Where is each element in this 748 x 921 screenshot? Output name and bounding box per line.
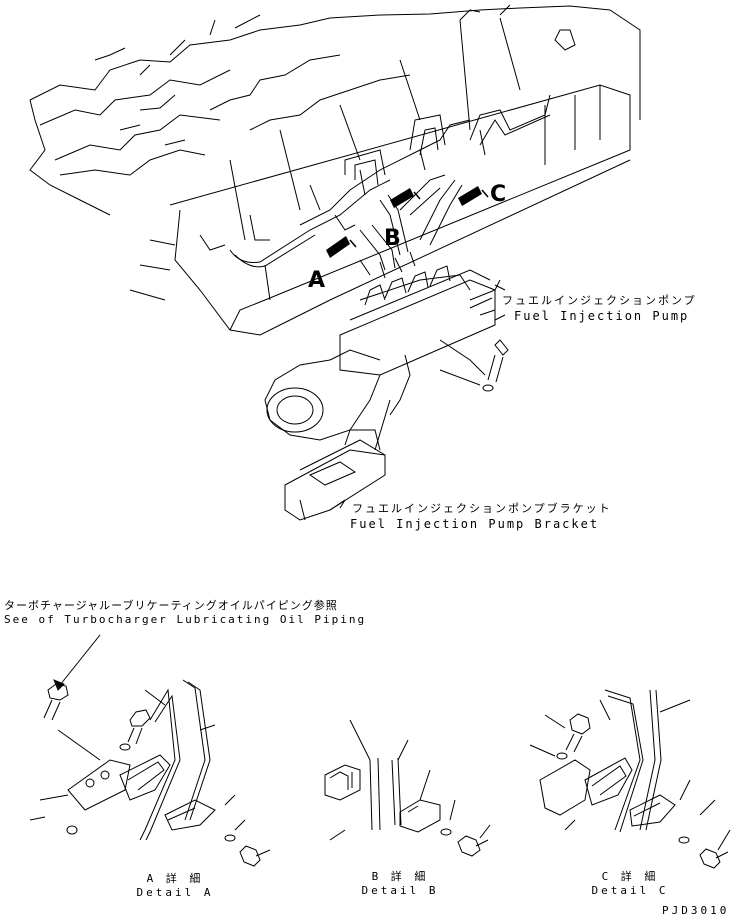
- turbo-label-leader: [60, 635, 100, 685]
- view-letter-b: B: [384, 226, 401, 251]
- detail-b-illustration: [325, 720, 490, 856]
- detail-b-title-en: Detail B: [361, 884, 439, 897]
- engine-block: [30, 5, 640, 335]
- bracket-label-en: Fuel Injection Pump Bracket: [350, 517, 600, 531]
- detail-b-title-jp: B 詳 細: [371, 870, 429, 883]
- view-letter-c: C: [490, 182, 507, 207]
- detail-c-illustration: [530, 690, 730, 868]
- bracket-label-leader: [340, 500, 345, 508]
- pump-label-en: Fuel Injection Pump: [514, 309, 690, 323]
- detail-a-title-jp: A 詳 細: [146, 872, 204, 885]
- fuel-injection-pump-illustration: [265, 266, 508, 440]
- detail-a-title-en: Detail A: [136, 886, 214, 899]
- turbo-label-en: See of Turbocharger Lubricating Oil Pipi…: [4, 613, 367, 626]
- bracket-label-jp: フュエルインジェクションポンプブラケット: [352, 502, 612, 515]
- detail-c-title-en: Detail C: [591, 884, 669, 897]
- pump-label-jp: フュエルインジェクションポンプ: [502, 294, 697, 307]
- turbo-label-jp: ターボチャージャルーブリケーティングオイルパイピング参照: [4, 599, 338, 612]
- pump-bracket-illustration: [285, 400, 390, 520]
- drawing-number: PJD3010: [662, 904, 730, 917]
- detail-a-illustration: [30, 680, 270, 866]
- detail-c-title-jp: C 詳 細: [601, 870, 659, 883]
- pump-label-leader: [470, 298, 492, 308]
- view-letter-a: A: [308, 268, 326, 293]
